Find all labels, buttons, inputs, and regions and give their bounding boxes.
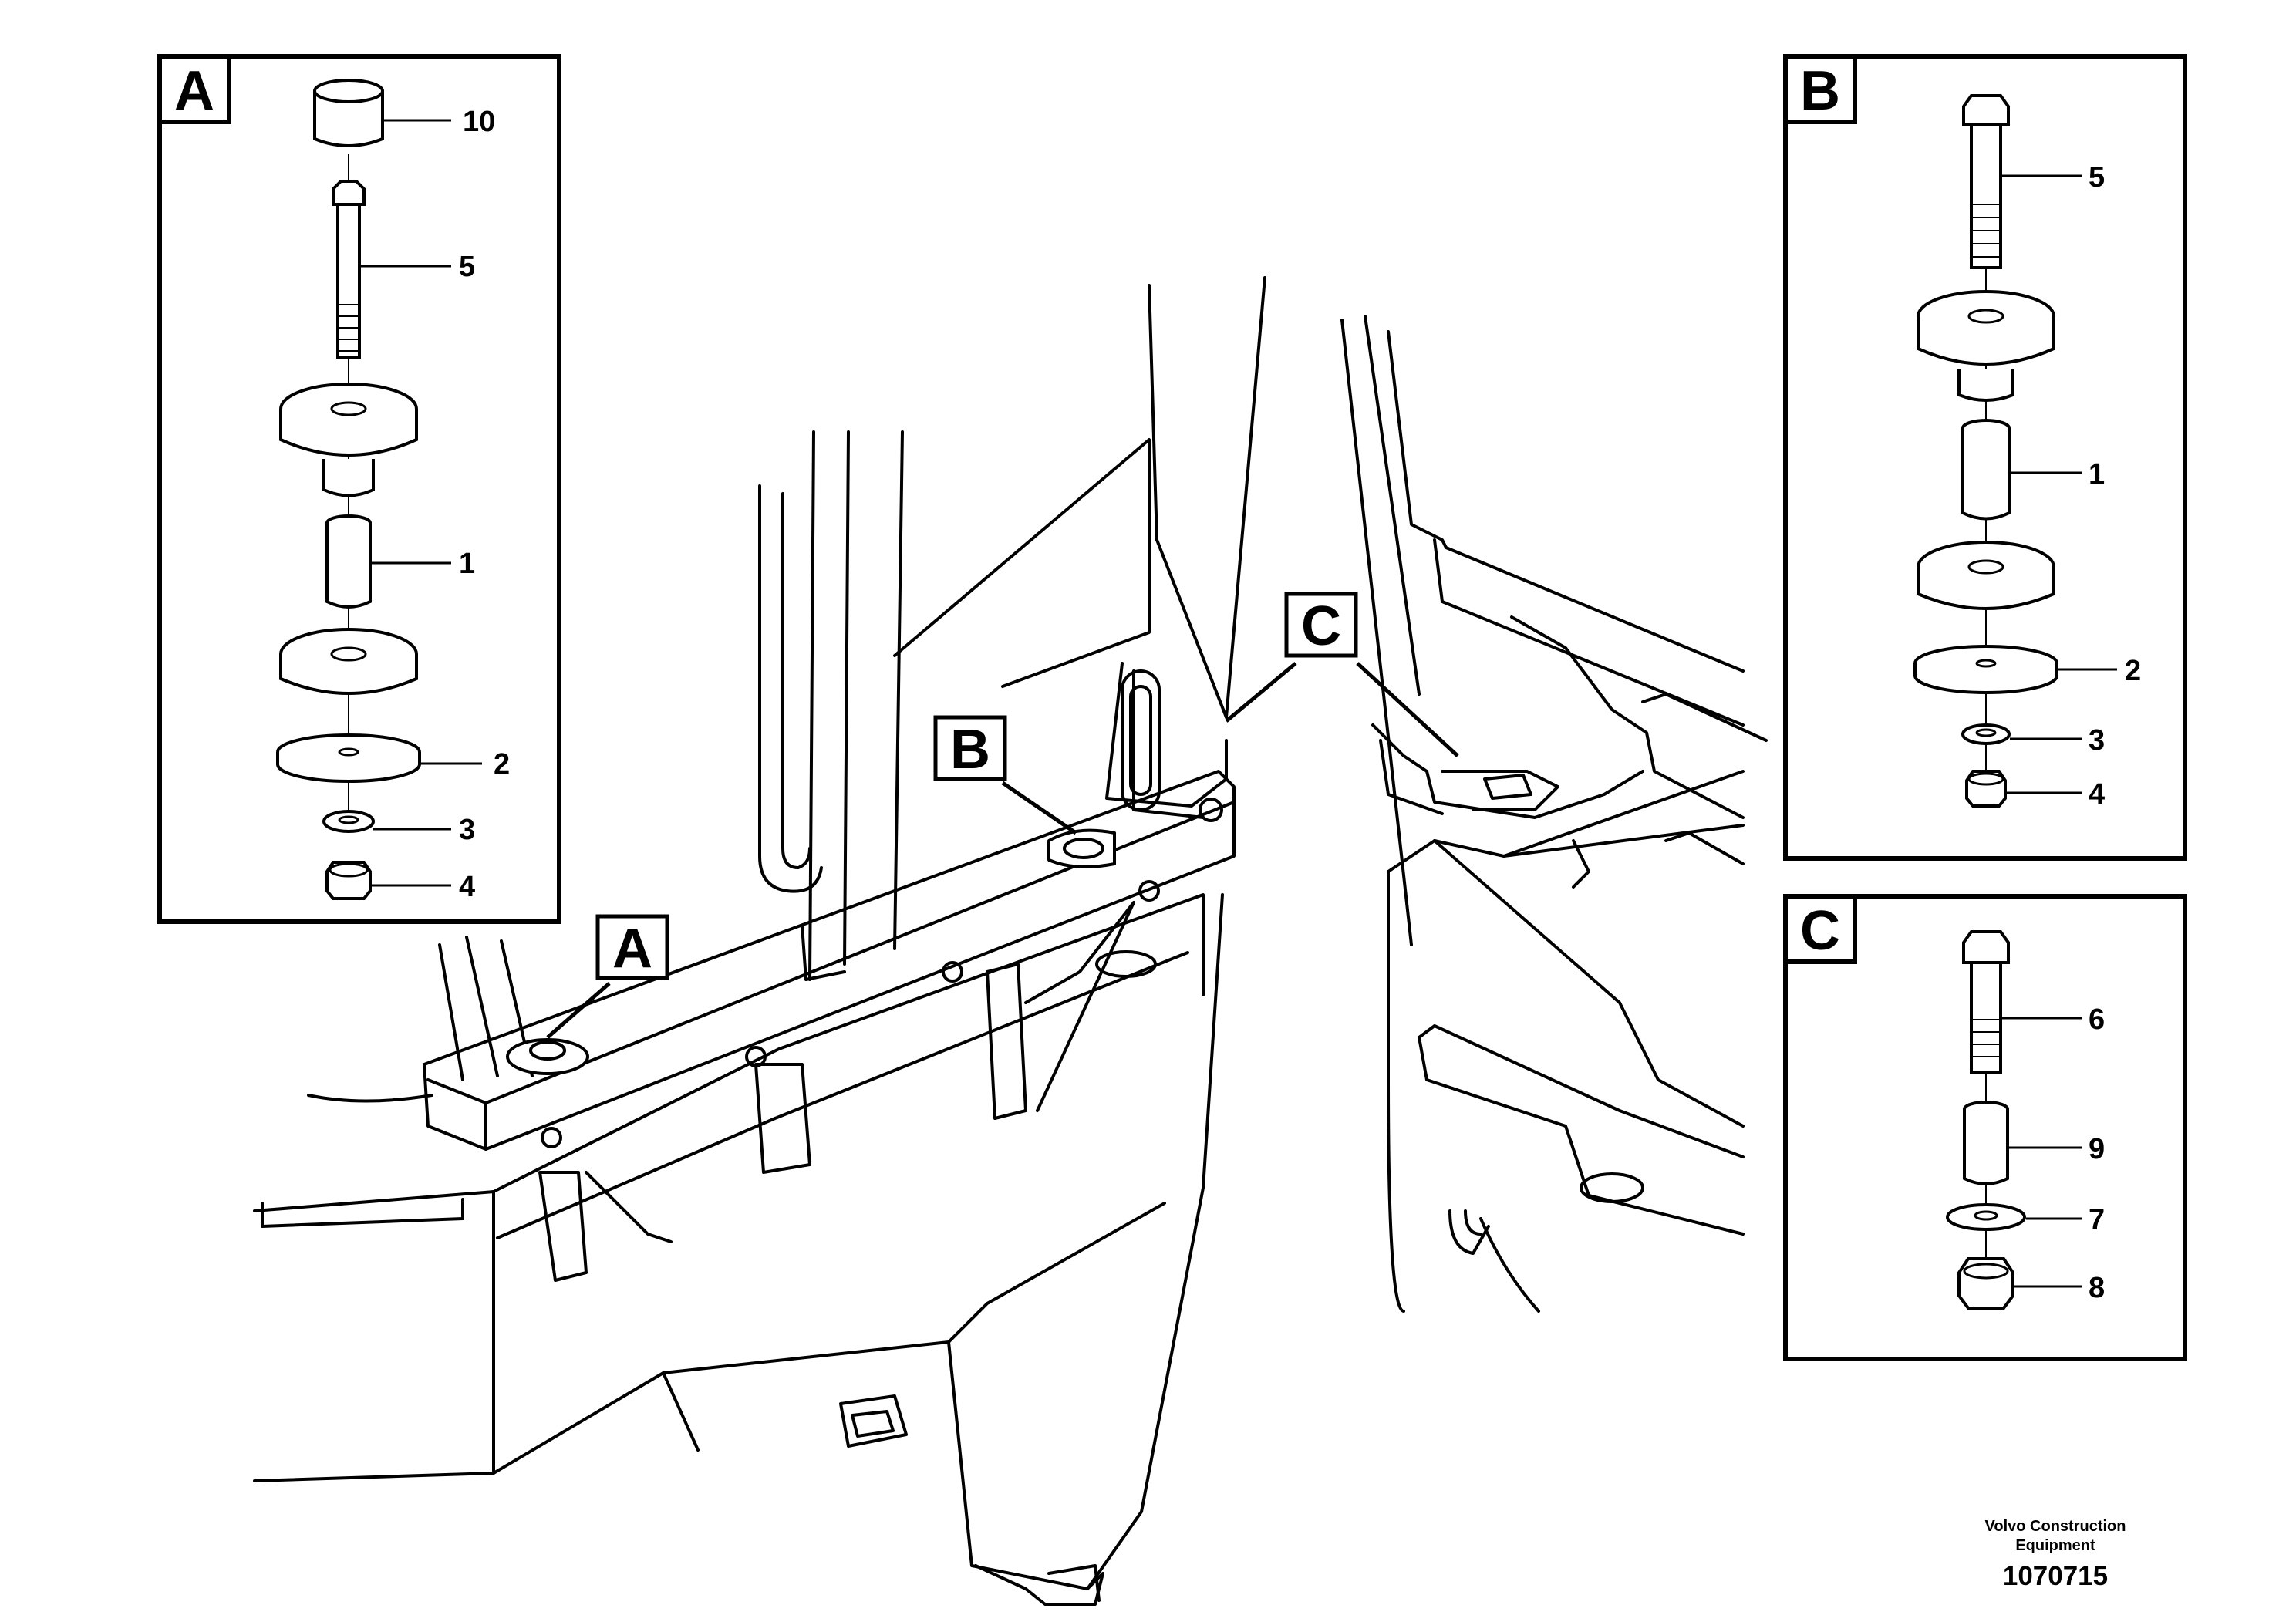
- credit-line-1: Volvo Construction: [1985, 1518, 2126, 1535]
- document-number: 1070715: [2003, 1561, 2108, 1591]
- part-number-3: 3: [459, 814, 475, 846]
- part-number-6: 6: [2089, 1003, 2105, 1036]
- part-number-4: 4: [2089, 778, 2105, 811]
- callout-C-label: C: [1301, 595, 1341, 657]
- detail-c-panel: C 6 9 7 8: [1783, 894, 2187, 1361]
- part-number-3: 3: [2089, 724, 2105, 757]
- detail-b-title: B: [1800, 60, 1840, 122]
- part-number-7: 7: [2089, 1204, 2105, 1236]
- detail-c-title: C: [1800, 900, 1840, 962]
- callout-B: B: [933, 715, 1007, 781]
- part-number-1: 1: [2089, 458, 2105, 491]
- part-number-4: 4: [459, 871, 475, 903]
- part-number-8: 8: [2089, 1272, 2105, 1304]
- detail-b-panel: B: [1783, 54, 2187, 861]
- callout-A-label: A: [612, 918, 652, 980]
- part-number-2: 2: [494, 748, 510, 781]
- detail-a-panel: A: [157, 54, 561, 924]
- part-number-1: 1: [459, 548, 475, 580]
- part-number-10: 10: [463, 106, 495, 138]
- callout-leaders: [546, 662, 1459, 1039]
- footer-credit: Volvo Construction Equipment 1070715: [1985, 1518, 2126, 1591]
- callout-A: A: [595, 914, 669, 980]
- cab-frame-illustration: [253, 276, 1266, 1606]
- part-number-2: 2: [2125, 655, 2141, 687]
- detail-a-title: A: [174, 60, 214, 122]
- right-frame-illustration: [1340, 315, 1768, 1313]
- part-number-5: 5: [2089, 161, 2105, 194]
- credit-line-2: Equipment: [2015, 1537, 2095, 1554]
- callout-B-label: B: [950, 719, 990, 781]
- callout-C: C: [1284, 592, 1358, 658]
- part-number-5: 5: [459, 251, 475, 283]
- part-number-9: 9: [2089, 1133, 2105, 1165]
